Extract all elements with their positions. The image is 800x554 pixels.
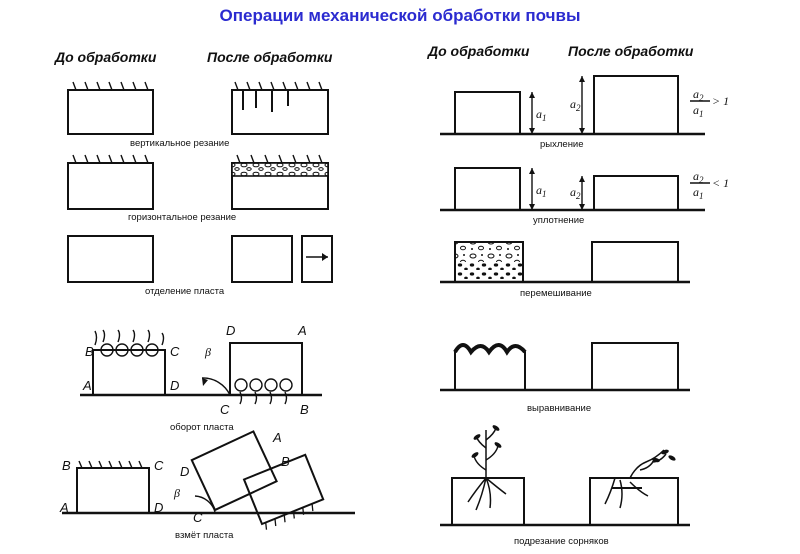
weed-cutting-diagram [440,424,690,525]
subscript: 2 [576,103,581,113]
svg-text:C: C [220,402,230,417]
svg-text:A: A [272,430,282,445]
compaction-diagram: a1 a2 a2 a1 < 1 [440,168,729,210]
svg-text:C: C [154,458,164,473]
loosening-diagram: a1 a2 a2 a1 > 1 [440,76,729,134]
svg-text:C: C [170,344,180,359]
caption-turnover: оборот пласта [170,422,234,433]
caption-vertical-cut: вертикальное резание [130,138,229,149]
svg-text:D: D [154,500,163,515]
leveling-diagram [440,343,690,390]
svg-text:β: β [204,345,211,359]
right-header-after: После обработки [568,43,694,59]
svg-text:< 1: < 1 [712,176,729,190]
subscript: 1 [699,191,704,201]
caption-loosening: рыхление [540,139,584,150]
mixing-diagram [440,242,690,282]
caption-lift: взмёт пласта [175,530,234,541]
caption-compaction: уплотнение [533,215,584,226]
caption-leveling: выравнивание [527,403,591,414]
svg-text:a1: a1 [693,185,704,201]
svg-text:a1: a1 [536,183,547,199]
svg-text:B: B [281,454,290,469]
vertical-cut-diagram [68,82,328,134]
svg-text:A: A [297,323,307,338]
caption-horizontal-cut: горизонтальное резание [128,212,236,223]
svg-text:C: C [193,510,203,525]
svg-text:A: A [59,500,69,515]
left-header-after: После обработки [207,49,333,65]
left-header-before: До обработки [54,49,157,65]
svg-text:D: D [180,464,189,479]
svg-text:a1: a1 [536,107,547,123]
svg-text:B: B [62,458,71,473]
svg-text:> 1: > 1 [712,94,729,108]
turnover-diagram: B C A D D A C B β [80,323,322,417]
lift-diagram: B C A D D A B C β [59,430,355,530]
svg-text:D: D [170,378,179,393]
svg-text:B: B [300,402,309,417]
svg-text:a2: a2 [570,185,581,201]
right-header-before: До обработки [427,43,530,59]
subscript: 1 [699,109,704,119]
caption-weed-cutting: подрезание сорняков [514,536,609,547]
svg-text:D: D [226,323,235,338]
subscript: 2 [576,191,581,201]
svg-text:a1: a1 [693,103,704,119]
svg-text:A: A [82,378,92,393]
horizontal-cut-diagram [68,155,328,209]
caption-mixing: перемешивание [520,288,592,299]
separation-diagram [68,236,332,282]
caption-separation: отделение пласта [145,286,225,297]
subscript: 1 [542,189,547,199]
svg-text:a2: a2 [570,97,581,113]
svg-text:β: β [173,486,180,500]
svg-text:B: B [85,344,94,359]
subscript: 1 [542,113,547,123]
